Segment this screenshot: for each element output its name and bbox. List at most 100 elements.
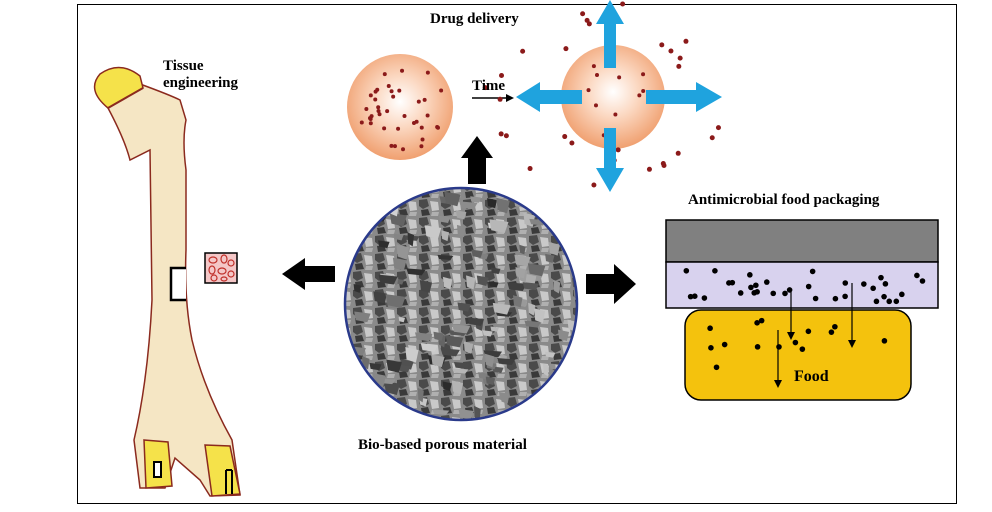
particle-dot [595, 72, 600, 77]
pore-facet [467, 317, 485, 326]
particle-dot [914, 272, 920, 279]
particle-dot [641, 89, 646, 94]
pore-facet [414, 332, 433, 342]
pore-facet [358, 403, 375, 417]
pore-facet [455, 210, 467, 220]
pore-facet [453, 362, 471, 369]
pore-facet [527, 263, 546, 277]
pore-facet [369, 362, 382, 371]
particle-dot [729, 279, 736, 286]
pore-facet [528, 302, 536, 316]
pore-facet [407, 232, 415, 247]
particle-dot [708, 345, 714, 351]
pore-facet [445, 335, 464, 348]
particle-dot [786, 287, 793, 293]
particle-dot [842, 280, 849, 286]
pore-facet [401, 191, 409, 201]
pore-facet [463, 341, 474, 354]
particle-dot [721, 341, 728, 348]
pore-facet [489, 219, 509, 233]
pore-facet [497, 358, 516, 366]
pore-facet [565, 389, 577, 395]
particle-dot [382, 126, 387, 131]
particle-dot [392, 144, 397, 149]
particle-dot [747, 272, 753, 278]
particle-dot [419, 144, 424, 149]
pore-facet [526, 403, 542, 417]
pore-facet [389, 212, 407, 227]
particle-dot [748, 284, 754, 291]
pore-facet [484, 353, 495, 368]
particle-dot [593, 103, 598, 108]
particle-dot [389, 143, 394, 148]
pore-facet [432, 409, 450, 415]
particle-dot [799, 346, 806, 352]
pore-facet [441, 230, 450, 242]
label-tissue-line2: engineering [163, 75, 238, 91]
pore-facet [543, 401, 552, 414]
pore-facet [452, 368, 469, 374]
pore-facet [433, 331, 444, 341]
particle-dot [563, 46, 569, 52]
particle-dot [620, 1, 626, 7]
particle-dot [715, 125, 721, 131]
pore-facet [548, 242, 560, 256]
pore-facet [398, 316, 405, 323]
pore-facet [476, 275, 489, 286]
label-antimicrobial: Antimicrobial food packaging [688, 192, 880, 208]
pore-facet [353, 283, 362, 293]
particle-dot [701, 295, 708, 301]
particle-dot [586, 21, 592, 27]
particle-dot [713, 364, 720, 371]
arrow-up [461, 136, 493, 184]
arrow-left [282, 258, 335, 290]
pore-facet [405, 346, 419, 363]
arrow-right [586, 264, 636, 304]
particle-dot [401, 147, 406, 152]
particle-dot [770, 290, 777, 297]
bone-defect-site [169, 266, 186, 302]
packaging-diagram [665, 219, 939, 401]
drug-sphere-before [347, 54, 453, 160]
particle-dot [377, 112, 382, 117]
pore-facet [354, 311, 371, 323]
pore-facet [459, 201, 478, 210]
bone-illustration [93, 66, 241, 497]
particle-dot [411, 121, 416, 126]
particle-dot [400, 68, 405, 73]
pore-facet [392, 413, 405, 420]
particle-dot [828, 329, 835, 335]
pore-facet [485, 376, 496, 386]
pore-facet [557, 329, 570, 342]
pore-facet [524, 320, 541, 328]
release-arrow-right [646, 82, 722, 112]
pore-facet [507, 282, 527, 292]
porous-material-image [343, 186, 579, 422]
particle-dot [375, 87, 380, 92]
particle-dot [402, 114, 407, 119]
particle-dot [439, 88, 444, 93]
pore-facet [431, 354, 445, 367]
pore-facet [470, 196, 481, 203]
particle-dot [683, 267, 690, 274]
particle-dot [881, 338, 888, 344]
pore-facet [419, 279, 432, 294]
figure-frame [77, 4, 957, 504]
particle-dot [368, 93, 373, 98]
particle-dot [893, 298, 900, 305]
particle-dot [737, 290, 744, 296]
particle-dot [425, 113, 430, 118]
pore-facet [572, 412, 577, 420]
particle-dot [580, 11, 586, 17]
particle-dot [425, 70, 430, 75]
particle-dot [503, 133, 509, 139]
bone-lower-joint-right [204, 444, 241, 497]
pore-facet [543, 363, 550, 377]
particle-dot [646, 166, 652, 172]
particle-dot [396, 126, 401, 131]
pore-facet [513, 295, 523, 308]
pore-facet [373, 291, 388, 304]
particle-dot [520, 48, 526, 54]
particle-dot [842, 293, 848, 300]
